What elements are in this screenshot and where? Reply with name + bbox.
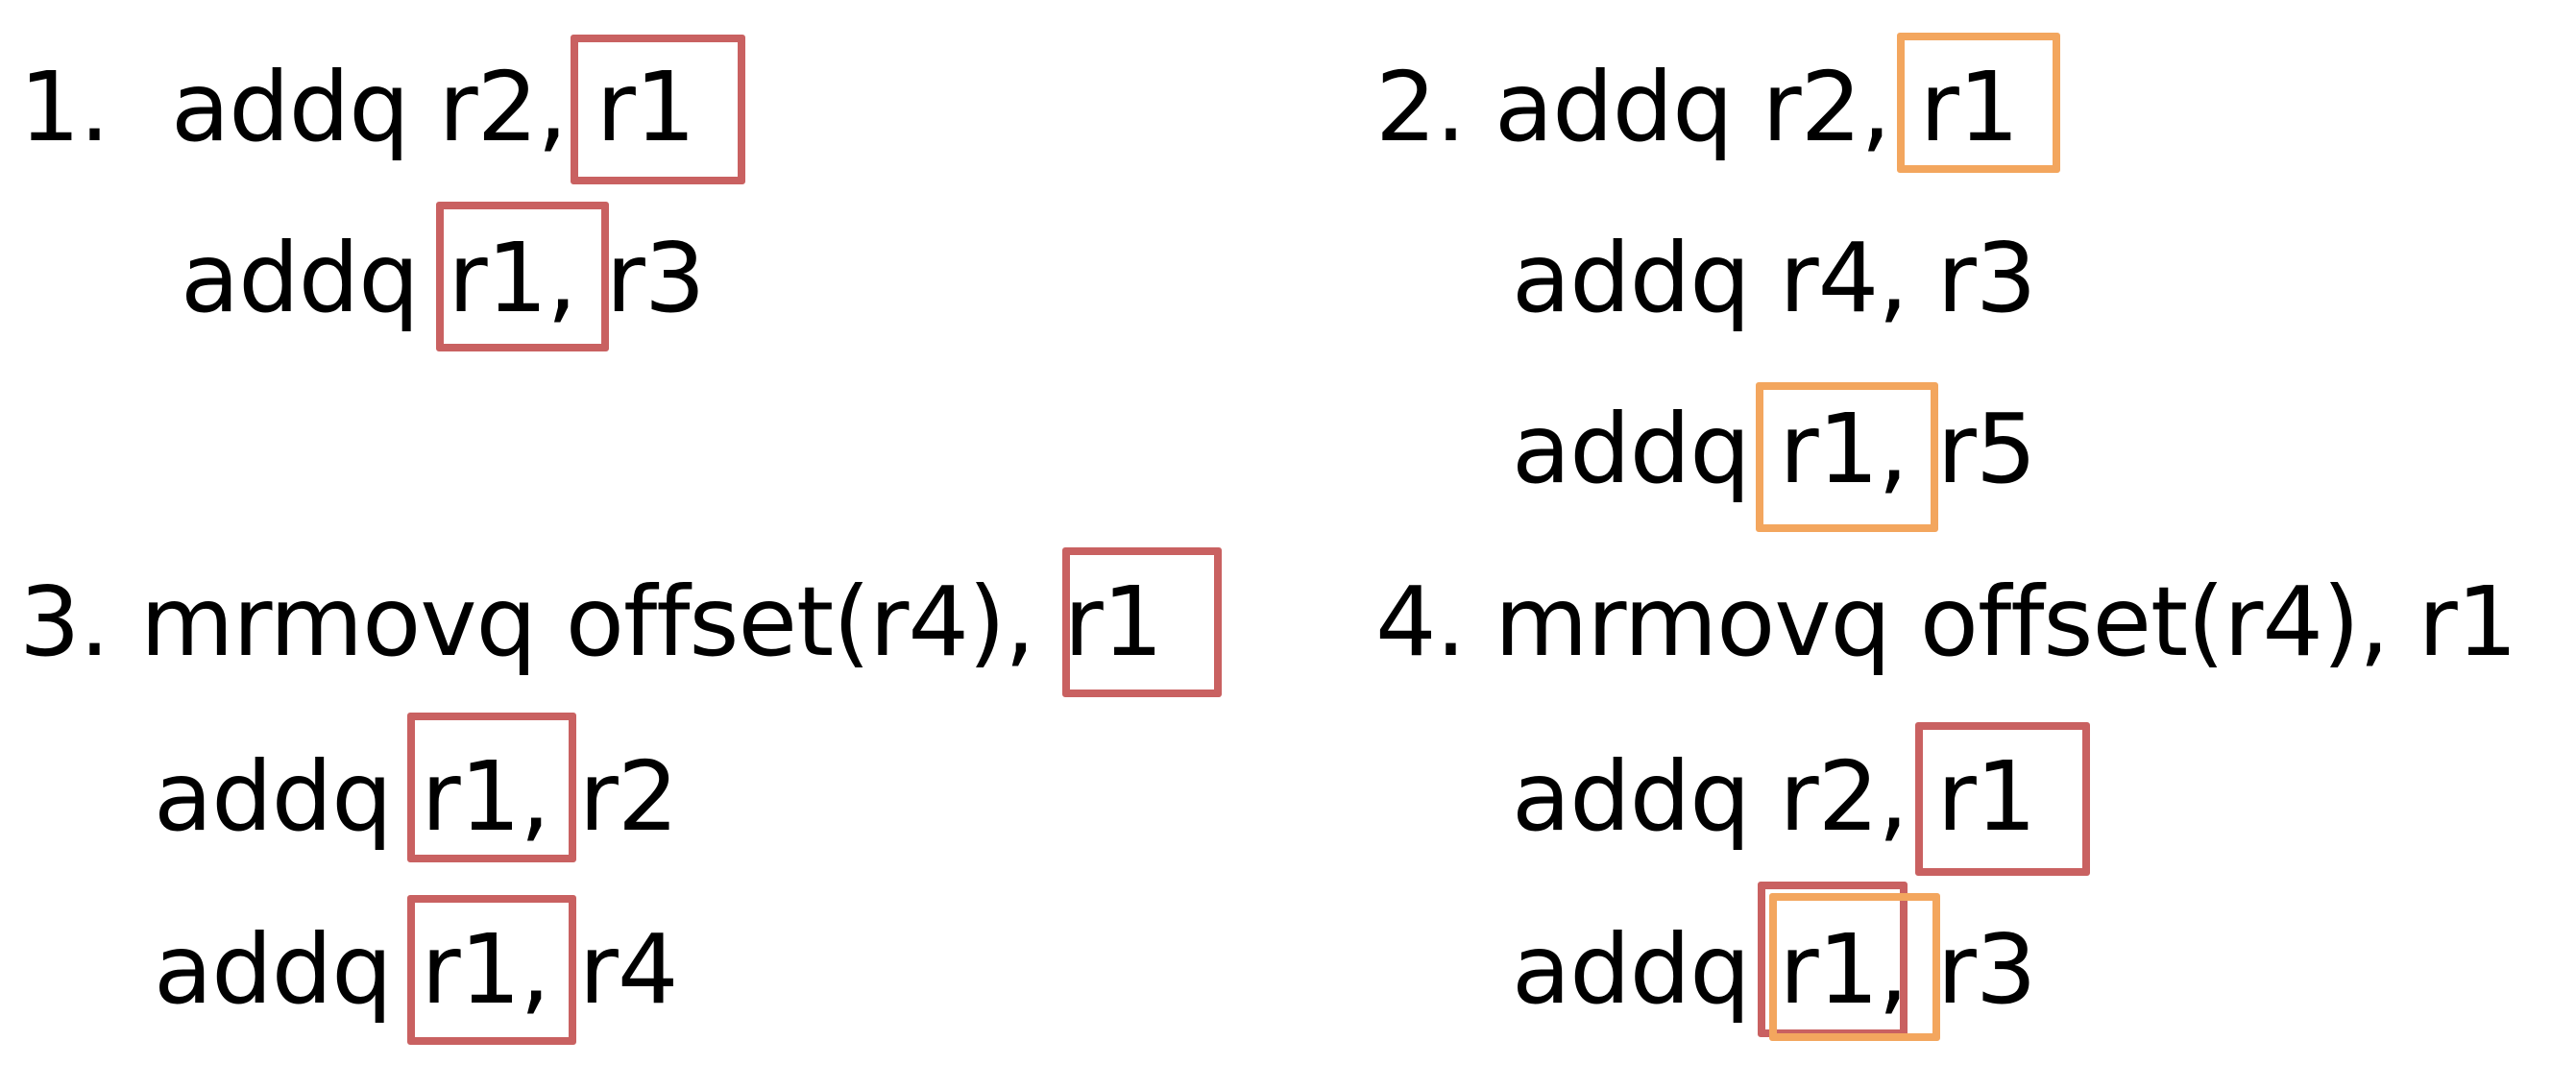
- example-3-number: 3.: [19, 566, 109, 678]
- example-3-source-highlight-1: [407, 713, 576, 862]
- example-1-destination-highlight: [571, 35, 745, 184]
- example-4-number: 4.: [1375, 566, 1466, 678]
- example-4-line-1: mrmovq offset(r4), r1: [1495, 566, 2517, 678]
- example-4-line-3: addq r1, r3: [1512, 913, 2037, 1026]
- example-3-line-1: mrmovq offset(r4), r1: [140, 566, 1163, 678]
- example-3-line-3: addq r1, r4: [154, 913, 679, 1026]
- example-3-line-2: addq r1, r2: [154, 740, 679, 853]
- example-2-line-2: addq r4, r3: [1512, 222, 2037, 334]
- example-4-source-highlight-orange: [1769, 893, 1940, 1041]
- example-4-line-2: addq r2, r1: [1512, 740, 2037, 853]
- example-2-destination-highlight: [1897, 33, 2060, 173]
- example-2-source-highlight: [1756, 382, 1938, 532]
- example-2-line-1: addq r2, r1: [1495, 51, 2020, 163]
- example-1-line-2: addq r1, r3: [181, 222, 706, 334]
- example-3-source-highlight-2: [407, 895, 576, 1045]
- example-1-source-highlight: [436, 202, 609, 351]
- example-2-line-3: addq r1, r5: [1512, 393, 2037, 505]
- example-1-number: 1.: [19, 51, 109, 163]
- example-4-destination-highlight: [1915, 722, 2090, 876]
- example-2-number: 2.: [1375, 51, 1466, 163]
- example-1-line-1: addq r2, r1: [171, 51, 696, 163]
- example-3-destination-highlight: [1062, 547, 1222, 697]
